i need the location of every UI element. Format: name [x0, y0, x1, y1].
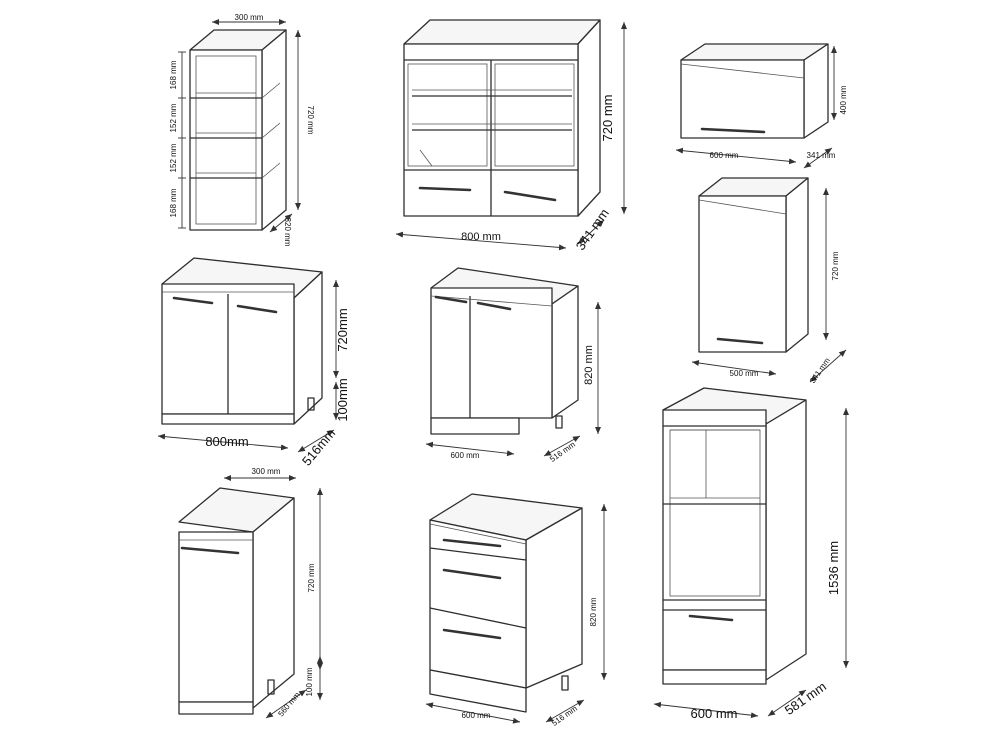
- c4-height-label: 720mm: [335, 308, 350, 351]
- dimensions-cabinet-9: [653, 408, 849, 719]
- c3-depth-label: 341 mm: [807, 151, 836, 160]
- cabinet-two-door-base-600: [430, 267, 579, 435]
- c6-width-label: 500 mm: [730, 369, 759, 378]
- cabinet-tall-oven-housing-600: [662, 387, 807, 685]
- cabinet-sink-base-800: [161, 257, 323, 425]
- c9-depth-label: 581 mm: [782, 679, 829, 718]
- c6-depth-label: 341 mm: [808, 356, 832, 385]
- c1-shelf4-label: 168 mm: [169, 188, 178, 217]
- c1-shelf3-label: 152 mm: [169, 143, 178, 172]
- dimensions-cabinet-6: [691, 188, 847, 383]
- c7-width-label: 300 mm: [252, 467, 281, 476]
- c4-width-label: 800mm: [205, 434, 248, 449]
- c8-depth-label: 516 mm: [550, 704, 579, 728]
- c1-width-label: 300 mm: [235, 13, 264, 22]
- cabinet-open-shelf-300: [189, 29, 287, 231]
- c9-width-label: 600 mm: [691, 706, 738, 721]
- cabinet-narrow-base-300: [178, 487, 295, 715]
- dimensions-cabinet-5: [425, 302, 601, 457]
- c2-height-label: 720 mm: [600, 95, 615, 142]
- c3-height-label: 400 mm: [839, 85, 848, 114]
- c7-height-label: 720 mm: [307, 563, 316, 592]
- c2-width-label: 800 mm: [461, 231, 501, 243]
- dimensions-cabinet-4: [157, 280, 339, 453]
- c1-shelf1-label: 168 mm: [169, 60, 178, 89]
- c4-leg-label: 100mm: [335, 378, 350, 421]
- c1-shelf2-label: 152 mm: [169, 103, 178, 132]
- c3-width-label: 600 mm: [710, 151, 739, 160]
- cabinet-single-wall-500: [698, 177, 809, 353]
- dimensions-cabinet-2: [395, 22, 627, 251]
- c9-height-label: 1536 mm: [826, 541, 841, 595]
- c7-leg-label: 100 mm: [305, 667, 314, 696]
- dimensions-cabinet-1: [178, 19, 301, 233]
- cabinet-flap-wall-600: [680, 43, 829, 139]
- cabinet-glass-wall-800: [403, 19, 601, 217]
- dimensions-cabinet-8: [425, 504, 607, 724]
- c8-width-label: 600 mm: [462, 711, 491, 720]
- cabinet-drawer-base-600: [429, 493, 583, 713]
- c4-depth-label: 516mm: [299, 426, 338, 469]
- c6-height-label: 720 mm: [831, 251, 840, 280]
- c1-depth-label: 320 mm: [283, 218, 292, 247]
- c1-height-label: 720 mm: [306, 106, 315, 135]
- dimensions-cabinet-7: [224, 475, 323, 719]
- c5-width-label: 600 mm: [451, 451, 480, 460]
- c5-depth-label: 516 mm: [548, 440, 577, 464]
- dimensions-cabinet-3: [675, 46, 837, 169]
- c7-depth-label: 560 mm: [276, 690, 302, 718]
- c8-height-label: 820 mm: [589, 597, 598, 626]
- c5-height-label: 820 mm: [583, 345, 595, 385]
